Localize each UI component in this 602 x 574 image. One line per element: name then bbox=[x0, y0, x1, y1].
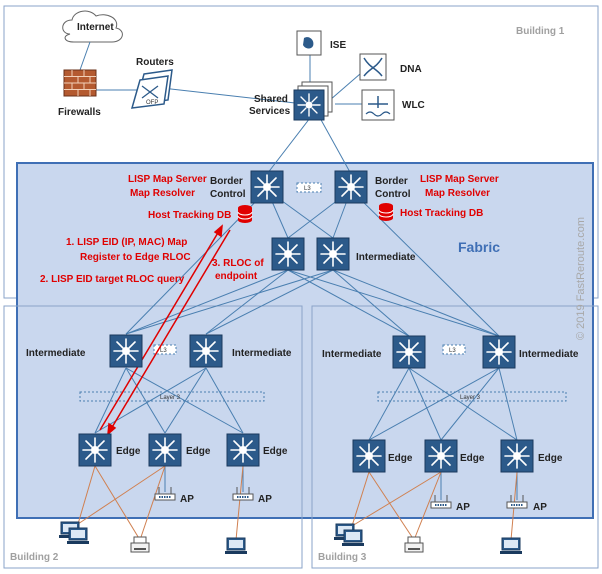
ap-label-bldg2-1: AP bbox=[180, 494, 194, 505]
internet-cloud-icon bbox=[62, 10, 123, 43]
edge-switch-bldg2-2 bbox=[148, 433, 182, 467]
border-label-left-line2: Control bbox=[210, 189, 246, 200]
ise-icon bbox=[296, 30, 322, 56]
l3-box-bldg2 bbox=[153, 344, 177, 355]
layer3-label-bldg2: Layer 3 bbox=[160, 395, 181, 401]
routers-label: Routers bbox=[136, 57, 174, 68]
ofp-label: OFP bbox=[146, 100, 158, 106]
dna-icon bbox=[359, 53, 387, 81]
edge-switch-bldg2-3 bbox=[226, 433, 260, 467]
pc-icon-bldg3-3 bbox=[499, 537, 523, 555]
building2-label: Building 2 bbox=[10, 552, 59, 563]
dna-label: DNA bbox=[400, 64, 422, 75]
pc-icon-bldg2-2 bbox=[66, 527, 90, 545]
edge-switch-bldg2-1 bbox=[78, 433, 112, 467]
lisp-right-line2: Map Resolver bbox=[425, 188, 490, 199]
lisp-arrows bbox=[99, 224, 231, 436]
border-switch-left bbox=[250, 170, 284, 204]
layer3-box-bldg2 bbox=[79, 391, 265, 402]
ap-label-bldg2-2: AP bbox=[258, 494, 272, 505]
step3-line1: 3. RLOC of bbox=[212, 258, 264, 269]
shared-label-line1: Shared bbox=[254, 94, 288, 105]
intermediate-label-bldg3-left: Intermediate bbox=[322, 349, 382, 360]
l3-box-border bbox=[296, 182, 322, 193]
lisp-right-line1: LISP Map Server bbox=[420, 174, 499, 185]
layer3-label-bldg3: Layer 3 bbox=[460, 395, 481, 401]
building1-label: Building 1 bbox=[516, 26, 565, 37]
ap-label-bldg3-1: AP bbox=[456, 502, 470, 513]
lisp-left-line2: Map Resolver bbox=[130, 188, 195, 199]
wlc-icon bbox=[361, 89, 395, 121]
edge-label-bldg2-2: Edge bbox=[186, 446, 211, 457]
edge-switch-bldg3-2 bbox=[424, 439, 458, 473]
intermediate-switch-central-right bbox=[316, 237, 350, 271]
step3-line2: endpoint bbox=[215, 271, 258, 282]
lisp-left-line1: LISP Map Server bbox=[128, 174, 207, 185]
intermediate-switch-bldg2-left bbox=[109, 334, 143, 368]
l3-box-bldg3 bbox=[442, 344, 466, 355]
ap-label-bldg3-2: AP bbox=[533, 502, 547, 513]
edge-label-bldg3-1: Edge bbox=[388, 453, 413, 464]
fabric-label: Fabric bbox=[458, 239, 500, 255]
intermediate-switch-central-left bbox=[271, 237, 305, 271]
printer-icon-bldg3 bbox=[404, 536, 424, 553]
shared-services-icon bbox=[293, 81, 333, 121]
edge-label-bldg2-1: Edge bbox=[116, 446, 141, 457]
intermediate-switch-bldg3-right bbox=[482, 335, 516, 369]
intermediate-label-central: Intermediate bbox=[356, 252, 416, 263]
intermediate-label-bldg3-right: Intermediate bbox=[519, 349, 579, 360]
firewall-icon bbox=[63, 69, 97, 97]
l3-label-bldg3: L3 bbox=[449, 348, 456, 354]
host-db-right-icon bbox=[378, 202, 394, 222]
border-label-right-line2: Control bbox=[375, 189, 411, 200]
step1-line2: Register to Edge RLOC bbox=[80, 252, 191, 263]
intermediate-label-bldg2-right: Intermediate bbox=[232, 348, 292, 359]
edge-label-bldg3-3: Edge bbox=[538, 453, 563, 464]
border-switch-right bbox=[334, 170, 368, 204]
l3-label-bldg2: L3 bbox=[160, 348, 167, 354]
border-label-left-line1: Border bbox=[210, 176, 243, 187]
l3-label-border: L3 bbox=[304, 186, 311, 192]
shared-label-line2: Services bbox=[249, 106, 291, 117]
step2-label: 2. LISP EID target RLOC query bbox=[40, 274, 185, 285]
edge-label-bldg3-2: Edge bbox=[460, 453, 485, 464]
pc-icon-bldg2-3 bbox=[224, 537, 248, 555]
building3-label: Building 3 bbox=[318, 552, 367, 563]
intermediate-switch-bldg2-right bbox=[189, 334, 223, 368]
internet-label: Internet bbox=[77, 22, 114, 33]
printer-icon-bldg2 bbox=[130, 536, 150, 553]
host-db-left-icon bbox=[237, 204, 253, 224]
border-label-right-line1: Border bbox=[375, 176, 408, 187]
edge-switch-bldg3-3 bbox=[500, 439, 534, 473]
router-icon: OFP bbox=[130, 69, 173, 109]
firewalls-label: Firewalls bbox=[58, 107, 101, 118]
edge-label-bldg2-3: Edge bbox=[263, 446, 288, 457]
host-db-left-label: Host Tracking DB bbox=[148, 210, 231, 221]
copyright-label: © 2019 FastReroute.com bbox=[575, 217, 587, 340]
step1-line1: 1. LISP EID (IP, MAC) Map bbox=[66, 237, 187, 248]
wlc-label: WLC bbox=[402, 100, 425, 111]
access-links bbox=[77, 465, 518, 541]
layer3-box-bldg3 bbox=[377, 391, 567, 402]
edge-switch-bldg3-1 bbox=[352, 439, 386, 473]
pc-icon-bldg3-2 bbox=[341, 529, 365, 547]
ise-label: ISE bbox=[330, 40, 346, 51]
intermediate-label-bldg2-left: Intermediate bbox=[26, 348, 86, 359]
building3-frame bbox=[311, 305, 599, 569]
intermediate-switch-bldg3-left bbox=[392, 335, 426, 369]
host-db-right-label: Host Tracking DB bbox=[400, 208, 483, 219]
